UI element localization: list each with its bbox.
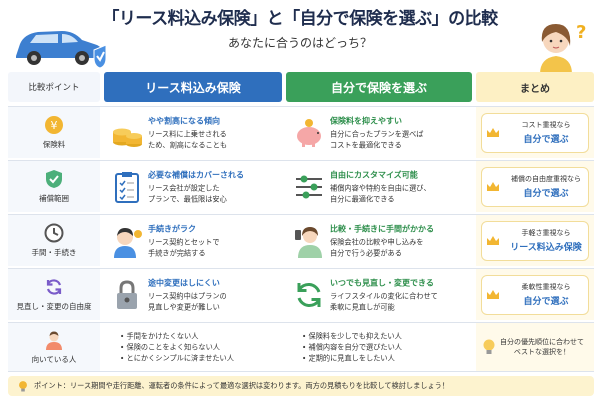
- self-point-text: 自分に合ったプランを選べば: [330, 129, 424, 138]
- padlock-icon: [117, 279, 137, 309]
- page-title: 「リース料込み保険」と「自分で保険を選ぶ」の比較: [102, 9, 498, 29]
- piggy-bank-icon: [297, 118, 321, 147]
- lightbulb-icon: [483, 339, 495, 354]
- svg-text:?: ?: [576, 22, 586, 43]
- sliders-icon: [296, 175, 322, 198]
- summary-condition: 柔軟性重視なら: [521, 283, 571, 291]
- shield-check-icon: [46, 170, 62, 188]
- self-point-text: 保険会社の比較や申し込みを: [330, 237, 424, 246]
- crown-icon: [487, 181, 499, 191]
- summary-card: コスト重視なら 自分で選ぶ: [481, 112, 589, 153]
- self-point-text: 自分に最適化できる: [330, 194, 395, 203]
- row-label: 見直し・変更の自由度: [16, 302, 92, 311]
- crown-icon: [487, 127, 499, 137]
- self-suited-list: • 保険料を少しでも抑えたい人 • 補償内容を自分で選びたい人 • 定期的に見直…: [294, 331, 402, 364]
- list-item: • 定期的に見直しをしたい人: [302, 353, 395, 363]
- column-header-point: 比較ポイント: [8, 72, 100, 102]
- self-point-heading: いつでも見直し・変更できる: [330, 278, 434, 287]
- lease-point-heading: やや割高になる傾向: [148, 116, 220, 125]
- lightbulb-icon: [19, 380, 27, 391]
- summary-recommendation: 自分で選ぶ: [523, 189, 569, 199]
- self-point-heading: 自由にカスタマイズ可能: [330, 170, 418, 179]
- relaxed-person-icon: [114, 227, 142, 258]
- column-header-summary: まとめ: [476, 72, 594, 102]
- lease-point-heading: 必要な補償はカバーされる: [148, 170, 244, 179]
- row-label: 補償範囲: [39, 194, 69, 203]
- table-row-effort: 手間・手続き 手続きがラク リース契約とセットで 手続きが完結する 比較・手続き…: [8, 214, 594, 266]
- lease-point-text: リース料に上乗せされる: [148, 129, 227, 138]
- person-with-phone-icon: [295, 226, 322, 258]
- self-point-text: 柔軟に見直しが可能: [330, 302, 395, 311]
- page-subtitle: あなたに合うのはどっち？: [227, 36, 372, 50]
- table-row-premium: ¥ 保険料 やや割高になる傾向 リース料に上乗せされる ため、割高になることも …: [8, 106, 594, 158]
- lease-suited-list: • 手間をかけたくない人 • 保険のことをよく知らない人 • とにかくシンプルに…: [112, 331, 234, 364]
- row-label: 保険料: [42, 140, 66, 149]
- list-item: • とにかくシンプルに済ませたい人: [120, 353, 234, 363]
- car-shield-illustration: [16, 31, 107, 69]
- list-item: • 補償内容を自分で選びたい人: [302, 342, 402, 352]
- list-item: • 保険料を少しでも抑えたい人: [302, 331, 402, 341]
- summary-note: 自分の優先順位に合わせて: [500, 338, 584, 346]
- lease-point-text: 手続きが完結する: [148, 248, 206, 257]
- self-point-heading: 保険料を抑えやすい: [330, 116, 402, 125]
- self-point-text: 補償内容や特約を自由に選び、: [330, 183, 431, 192]
- summary-condition: 手軽さ重視なら: [521, 229, 571, 237]
- footer-tip: ポイント：リース期間や走行距離、運転者の条件によって最適な選択は変わります。両方…: [8, 376, 594, 396]
- clock-icon: [44, 223, 64, 243]
- row-label: 手間・手続き: [31, 248, 77, 257]
- summary-note: ベストな選択を！: [513, 348, 571, 356]
- lease-point-text: リース契約中はプランの: [148, 291, 227, 300]
- list-item: • 保険のことをよく知らない人: [120, 342, 220, 352]
- table-row-suited-for: 向いている人 • 手間をかけたくない人 • 保険のことをよく知らない人 • とに…: [8, 322, 594, 372]
- summary-condition: コスト重視なら: [521, 121, 571, 129]
- table-row-flexibility: 見直し・変更の自由度 途中変更はしにくい リース契約中はプランの 見直しや変更が…: [8, 268, 594, 320]
- crown-icon: [487, 289, 499, 299]
- row-label: 向いている人: [31, 354, 77, 364]
- self-point-text: 自分で行う必要がある: [330, 248, 402, 257]
- checklist-clipboard-icon: [115, 171, 139, 203]
- list-item: • 手間をかけたくない人: [120, 331, 199, 341]
- person-icon: [46, 331, 62, 350]
- summary-card: 手軽さ重視なら リース料込み保険: [481, 220, 589, 261]
- lease-point-text: 見直しや変更が難しい: [148, 302, 220, 311]
- summary-condition: 補償の自由度重視なら: [511, 175, 581, 183]
- self-point-text: ライフスタイルの変化に合わせて: [330, 291, 438, 300]
- summary-recommendation: 自分で選ぶ: [523, 297, 569, 307]
- column-header-lease: リース料込み保険: [104, 72, 282, 102]
- crown-icon: [487, 235, 499, 245]
- footer-text: ポイント：リース期間や走行距離、運転者の条件によって最適な選択は変わります。両方…: [34, 381, 450, 390]
- lease-point-text: ため、割高になることも: [148, 140, 228, 149]
- woman-thinking-illustration: ?: [540, 22, 586, 74]
- lease-point-heading: 手続きがラク: [148, 224, 196, 233]
- summary-card: 補償の自由度重視なら 自分で選ぶ: [481, 166, 589, 207]
- column-header-self: 自分で保険を選ぶ: [286, 72, 472, 102]
- coins-stack-icon: [113, 128, 142, 147]
- summary-recommendation: リース料込み保険: [510, 243, 582, 253]
- summary-recommendation: 自分で選ぶ: [523, 135, 569, 145]
- self-point-text: コストを最適化できる: [330, 140, 402, 149]
- lease-point-heading: 途中変更はしにくい: [148, 278, 220, 287]
- lease-point-text: リース会社が設定した: [148, 183, 220, 192]
- yen-coin-icon: ¥: [45, 116, 63, 134]
- table-row-coverage: 補償範囲 必要な補償はカバーされる リース会社が設定した プランで、最低限は安心…: [8, 160, 594, 212]
- svg-text:¥: ¥: [51, 119, 58, 132]
- refresh-arrows-icon: [297, 282, 321, 307]
- refresh-arrows-icon: [46, 279, 62, 295]
- lease-point-text: プランで、最低限は安心: [148, 194, 227, 203]
- lease-point-text: リース契約とセットで: [148, 237, 220, 246]
- self-point-heading: 比較・手続きに手間がかかる: [330, 224, 434, 233]
- summary-card: 柔軟性重視なら 自分で選ぶ: [481, 274, 589, 315]
